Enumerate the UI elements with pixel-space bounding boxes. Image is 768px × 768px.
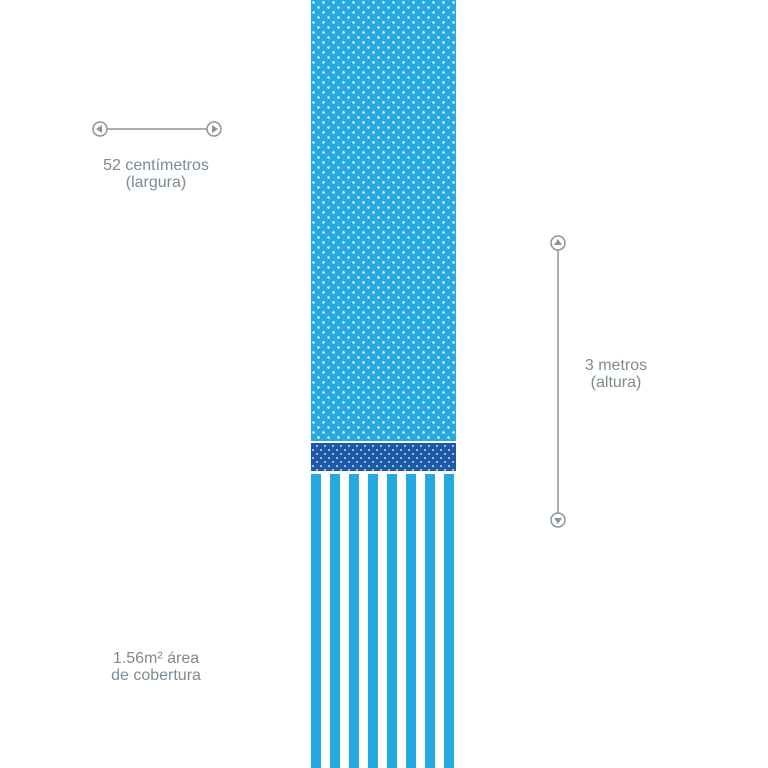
- area-value: 1.56m² área: [112, 650, 200, 667]
- wallpaper-strip: [311, 0, 456, 768]
- height-value: 3 metros: [584, 357, 648, 374]
- width-caption: (largura): [125, 174, 187, 191]
- coverage-area-label: 1.56m² área de cobertura: [80, 650, 232, 684]
- width-value: 52 centímetros: [103, 157, 209, 174]
- striped-panel: [311, 474, 456, 768]
- width-arrow-icon: [92, 121, 222, 137]
- area-caption: de cobertura: [111, 667, 201, 684]
- width-measurement-label: 52 centímetros (largura): [80, 157, 232, 191]
- height-arrow-icon: [550, 235, 566, 528]
- polka-dot-panel: [311, 0, 456, 441]
- height-caption: (altura): [590, 374, 642, 391]
- height-measurement-label: 3 metros (altura): [552, 357, 680, 391]
- dark-border-band: [311, 443, 456, 471]
